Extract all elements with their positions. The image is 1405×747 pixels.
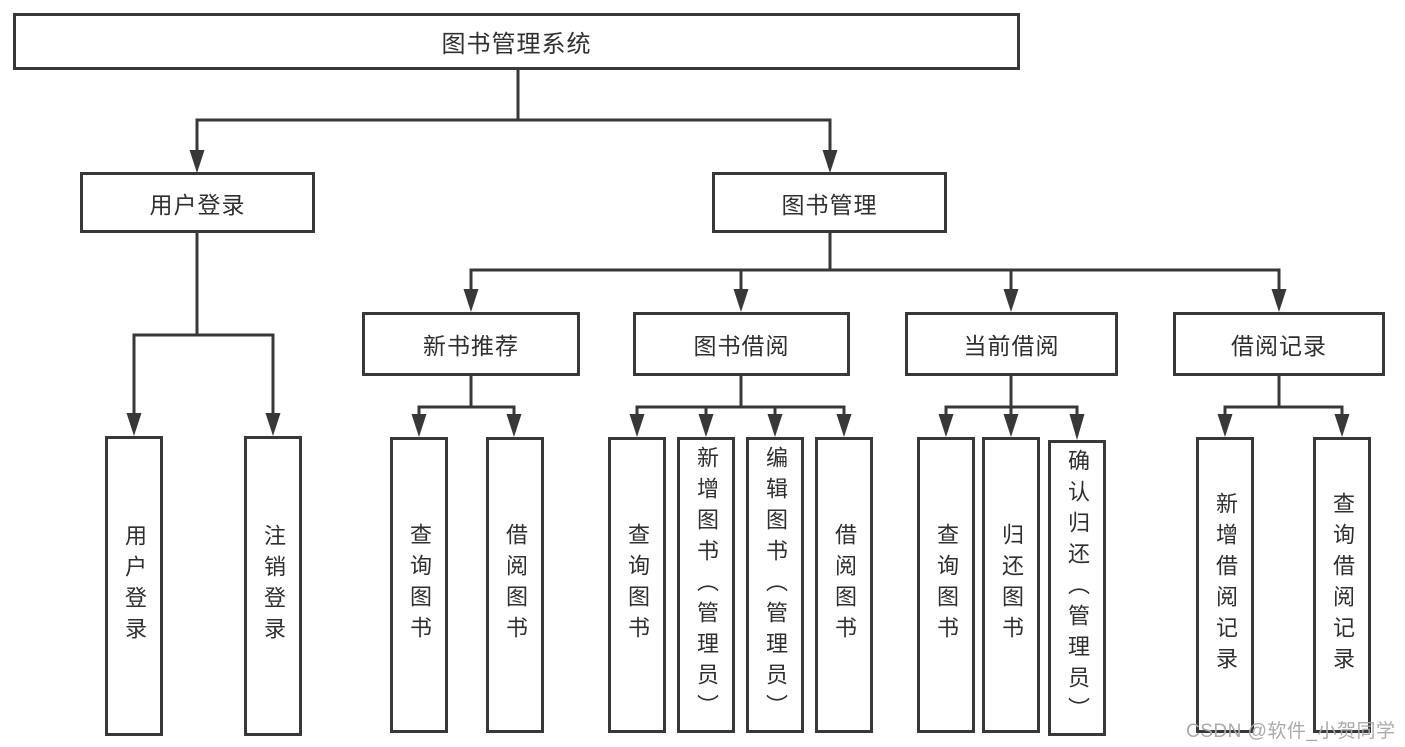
arrowheads [126, 150, 1350, 440]
node-current-borrow: 当前借阅 [905, 312, 1118, 376]
leaf-borrow-books-recommend-label: 借阅图书 [503, 523, 528, 647]
leaf-query-books-borrow-label: 查询图书 [625, 523, 650, 647]
root-node-label: 图书管理系统 [441, 31, 592, 58]
root-node: 图书管理系统 [13, 13, 1020, 70]
node-book-borrow-label: 图书借阅 [693, 333, 790, 359]
leaf-query-books-recommend-label: 查询图书 [407, 523, 432, 647]
leaf-logout-login: 注销登录 [244, 436, 302, 736]
leaf-add-books-admin-label: 新增图书（管理员） [694, 445, 719, 725]
leaf-borrow-books-recommend: 借阅图书 [486, 437, 544, 733]
node-borrow-record: 借阅记录 [1173, 312, 1385, 376]
leaf-add-books-admin: 新增图书（管理员） [677, 437, 735, 733]
node-new-book-recommend: 新书推荐 [362, 312, 580, 376]
leaf-return-books: 归还图书 [982, 437, 1040, 733]
leaf-edit-books-admin: 编辑图书（管理员） [746, 437, 804, 733]
leaf-confirm-return-admin-label: 确认归还（管理员） [1065, 448, 1090, 728]
leaf-user-login-label: 用户登录 [122, 524, 147, 648]
leaf-query-books-current: 查询图书 [917, 437, 975, 733]
leaf-borrow-books: 借阅图书 [815, 437, 873, 733]
leaf-confirm-return-admin: 确认归还（管理员） [1048, 440, 1106, 736]
leaf-edit-books-admin-label: 编辑图书（管理员） [763, 445, 788, 725]
leaf-add-borrow-record: 新增借阅记录 [1196, 437, 1254, 733]
leaf-query-books-recommend: 查询图书 [390, 437, 448, 733]
node-current-borrow-label: 当前借阅 [963, 333, 1060, 359]
leaf-return-books-label: 归还图书 [999, 523, 1024, 647]
leaf-logout-login-label: 注销登录 [261, 524, 286, 648]
csdn-watermark: CSDN @软件_小贺同学 [1186, 721, 1396, 742]
node-new-book-recommend-label: 新书推荐 [423, 333, 519, 359]
node-book-management: 图书管理 [712, 172, 947, 233]
leaf-add-borrow-record-label: 新增借阅记录 [1213, 492, 1238, 678]
leaf-user-login: 用户登录 [105, 436, 163, 736]
leaf-query-books-borrow: 查询图书 [608, 437, 666, 733]
node-borrow-record-label: 借阅记录 [1231, 333, 1327, 359]
leaf-query-borrow-record-label: 查询借阅记录 [1330, 492, 1355, 678]
leaf-query-books-current-label: 查询图书 [934, 523, 959, 647]
leaf-borrow-books-label: 借阅图书 [832, 523, 857, 647]
node-user-login-label: 用户登录 [149, 191, 246, 218]
node-book-management-label: 图书管理 [781, 191, 878, 218]
leaf-query-borrow-record: 查询借阅记录 [1313, 437, 1371, 733]
node-book-borrow: 图书借阅 [633, 312, 850, 376]
node-user-login: 用户登录 [80, 172, 315, 233]
